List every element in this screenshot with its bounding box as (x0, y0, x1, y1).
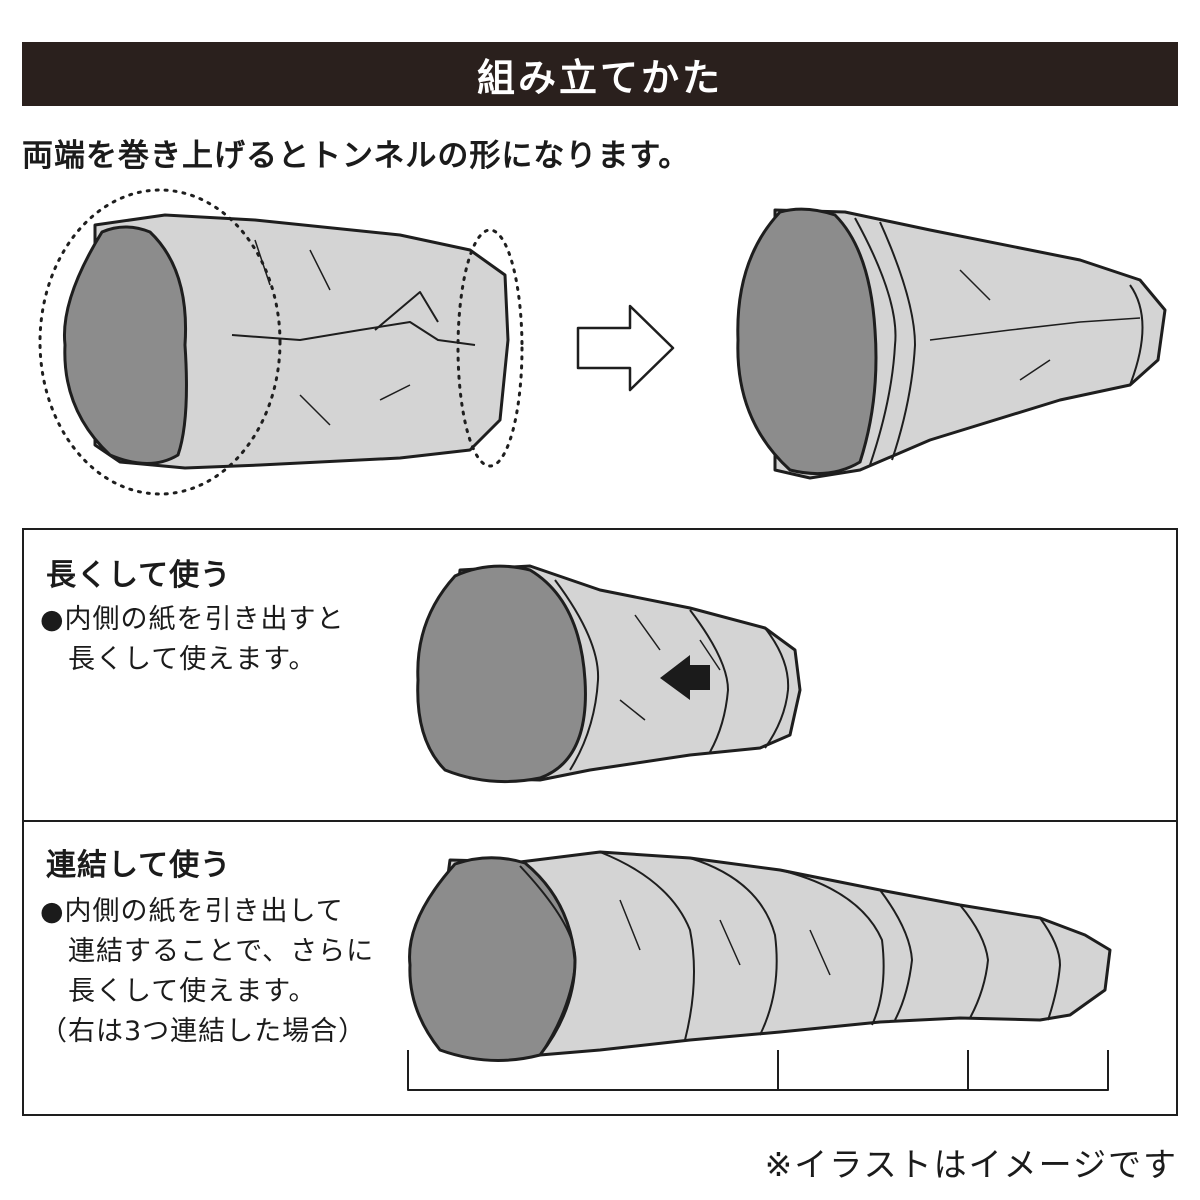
tunnel-rolled-illustration (738, 209, 1165, 478)
arrow-right-icon (578, 306, 673, 390)
tunnel-unrolled-illustration (64, 215, 508, 468)
tunnel-extended-illustration (418, 566, 800, 782)
tunnel-connected-illustration (410, 852, 1110, 1060)
